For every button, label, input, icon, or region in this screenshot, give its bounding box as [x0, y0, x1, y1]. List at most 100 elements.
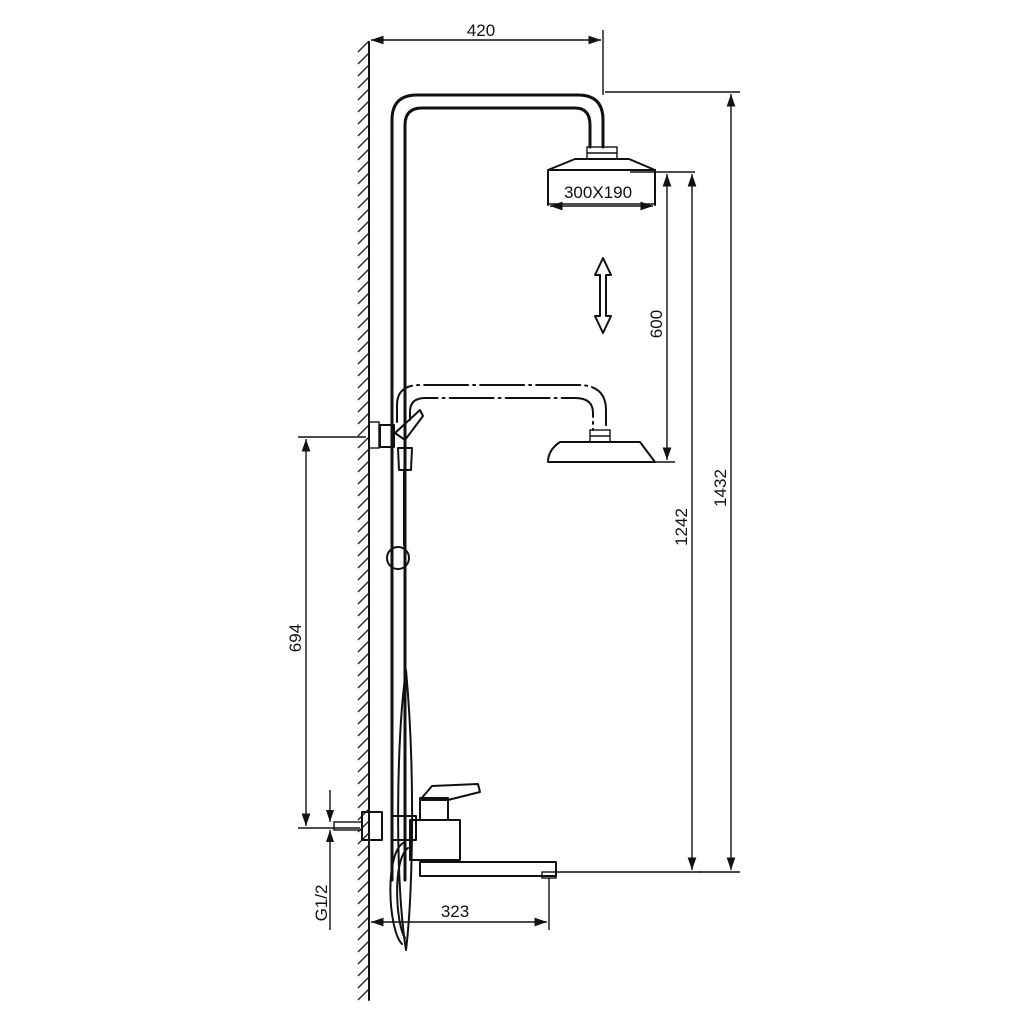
dim-total-height: 1432 — [605, 91, 740, 873]
wall-hatch-line — [357, 280, 370, 293]
wall-hatch-line — [357, 112, 370, 125]
wall-hatch-line — [357, 856, 370, 869]
wall-hatch-line — [357, 940, 370, 953]
wall-hatch-line — [357, 316, 370, 329]
dim-mixer-to-bracket-label: 694 — [286, 624, 305, 652]
slide-bracket — [368, 409, 424, 570]
wall-hatch-line — [357, 700, 370, 713]
wall-hatch-line — [357, 448, 370, 461]
wall-hatch-line — [357, 88, 370, 101]
wall-hatch-line — [357, 100, 370, 113]
bath-mixer — [333, 783, 557, 945]
wall-hatch-line — [357, 400, 370, 413]
wall-hatch-line — [357, 160, 370, 173]
dim-top-width-label: 420 — [467, 21, 495, 40]
wall-hatch-line — [357, 292, 370, 305]
wall-hatch-line — [357, 532, 370, 545]
wall-hatch-line — [357, 376, 370, 389]
wall-hatch-line — [357, 304, 370, 317]
wall-hatch-line — [357, 892, 370, 905]
wall-hatch-line — [357, 196, 370, 209]
wall-hatch-line — [357, 988, 370, 1001]
dim-spout-reach-label: 323 — [441, 902, 469, 921]
wall-hatch-line — [357, 736, 370, 749]
wall-hatch-line — [357, 604, 370, 617]
slide-direction-arrow — [594, 257, 612, 334]
dim-showerhead-size: 300X190 — [550, 183, 653, 211]
wall-hatch-line — [357, 268, 370, 281]
shower-hose — [397, 669, 414, 951]
wall-hatch-line — [357, 544, 370, 557]
wall-hatch-line — [357, 808, 370, 821]
wall-hatch-line — [357, 628, 370, 641]
wall-hatch-line — [357, 244, 370, 257]
wall-hatch-line — [357, 388, 370, 401]
wall-hatch-line — [357, 868, 370, 881]
wall-hatch-line — [357, 916, 370, 929]
wall-hatching — [357, 40, 370, 1001]
wall-hatch-line — [357, 928, 370, 941]
wall-hatch-line — [357, 76, 370, 89]
wall-hatch-line — [357, 364, 370, 377]
wall-hatch-line — [357, 568, 370, 581]
wall-hatch-line — [357, 436, 370, 449]
dim-inlet-thread-label: G1/2 — [312, 885, 331, 922]
wall — [357, 40, 370, 1001]
wall-hatch-line — [357, 580, 370, 593]
dim-total-height-label: 1432 — [711, 469, 730, 507]
wall-hatch-line — [357, 976, 370, 989]
wall-hatch-line — [357, 616, 370, 629]
dim-lower-head-height: 1242 — [556, 174, 702, 873]
wall-hatch-line — [357, 256, 370, 269]
wall-hatch-line — [357, 328, 370, 341]
wall-hatch-line — [357, 220, 370, 233]
wall-hatch-line — [357, 724, 370, 737]
wall-hatch-line — [357, 484, 370, 497]
dim-lower-head-height-label: 1242 — [672, 508, 691, 546]
wall-hatch-line — [357, 844, 370, 857]
wall-hatch-line — [357, 208, 370, 221]
dim-showerhead-size-label: 300X190 — [564, 183, 632, 202]
wall-hatch-line — [357, 760, 370, 773]
shower-head-lower-position — [396, 384, 656, 463]
wall-hatch-line — [357, 556, 370, 569]
wall-hatch-line — [357, 496, 370, 509]
wall-hatch-line — [357, 712, 370, 725]
wall-hatch-line — [357, 232, 370, 245]
wall-hatch-line — [357, 664, 370, 677]
wall-hatch-line — [357, 460, 370, 473]
wall-hatch-line — [357, 472, 370, 485]
wall-hatch-line — [357, 184, 370, 197]
wall-hatch-line — [357, 688, 370, 701]
shower-column — [390, 93, 605, 882]
wall-hatch-line — [357, 520, 370, 533]
wall-hatch-line — [357, 964, 370, 977]
wall-hatch-line — [357, 748, 370, 761]
wall-hatch-line — [357, 52, 370, 65]
wall-hatch-line — [357, 784, 370, 797]
wall-hatch-line — [357, 64, 370, 77]
wall-hatch-line — [357, 136, 370, 149]
wall-hatch-line — [357, 772, 370, 785]
wall-hatch-line — [357, 676, 370, 689]
dim-slide-range-label: 600 — [647, 310, 666, 338]
wall-hatch-line — [357, 340, 370, 353]
wall-hatch-line — [357, 124, 370, 137]
wall-hatch-line — [357, 172, 370, 185]
wall-hatch-line — [357, 424, 370, 437]
wall-hatch-line — [357, 796, 370, 809]
wall-hatch-line — [357, 652, 370, 665]
wall-hatch-line — [357, 952, 370, 965]
dim-inlet-thread: G1/2 — [312, 790, 334, 930]
wall-hatch-line — [357, 412, 370, 425]
wall-hatch-line — [357, 352, 370, 365]
dim-spout-reach: 323 — [371, 878, 550, 930]
wall-hatch-line — [357, 904, 370, 917]
wall-hatch-line — [357, 148, 370, 161]
wall-hatch-line — [357, 832, 370, 845]
wall-hatch-line — [357, 880, 370, 893]
dim-slide-range: 600 — [630, 171, 695, 463]
wall-hatch-line — [357, 640, 370, 653]
wall-hatch-line — [357, 40, 370, 53]
